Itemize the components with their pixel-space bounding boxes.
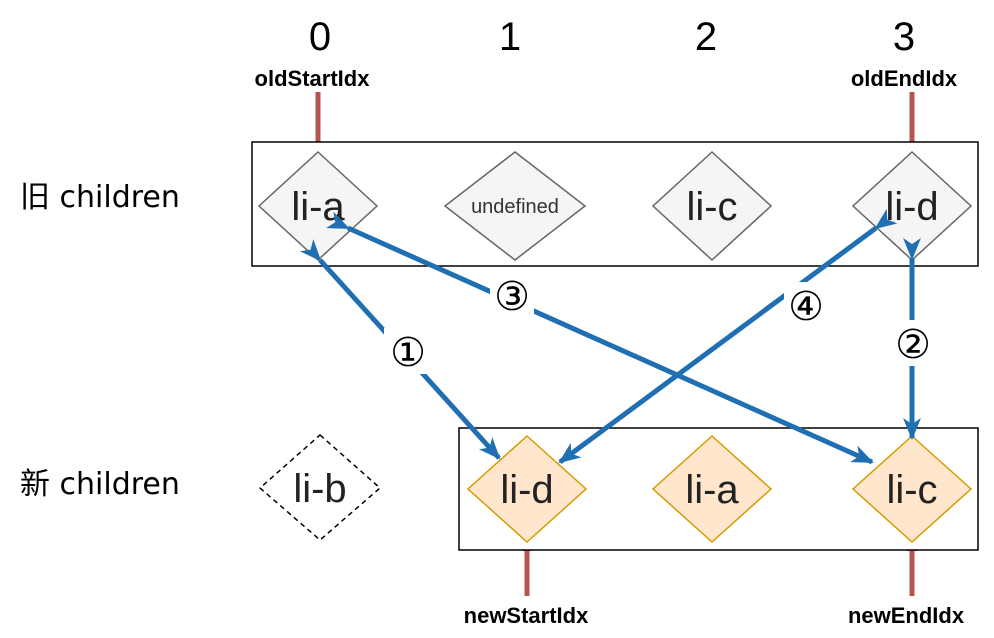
new-start-idx-label: newStartIdx bbox=[464, 603, 589, 628]
step-2-bg bbox=[892, 320, 934, 366]
old-children-label: 旧 children bbox=[20, 180, 180, 215]
old-node-label: li-d bbox=[885, 185, 938, 229]
step-3-bg bbox=[490, 272, 534, 318]
step-1-bg bbox=[384, 328, 432, 374]
old-node-label: li-a bbox=[291, 185, 345, 229]
index-3: 3 bbox=[893, 15, 915, 59]
old-node-label: li-c bbox=[686, 185, 737, 229]
index-1: 1 bbox=[499, 15, 521, 59]
index-0: 0 bbox=[309, 15, 331, 59]
extra-node-label: li-b bbox=[293, 467, 346, 511]
step-4-bg bbox=[784, 282, 828, 328]
index-2: 2 bbox=[695, 15, 717, 59]
old-node-label: undefined bbox=[471, 196, 559, 218]
step-4-label: ④ bbox=[788, 284, 824, 330]
new-node-li-b: li-b bbox=[258, 433, 382, 541]
step-3-label: ③ bbox=[494, 274, 530, 320]
new-children-label: 新 children bbox=[20, 467, 180, 502]
new-node-label: li-d bbox=[500, 468, 553, 512]
old-start-idx-label: oldStartIdx bbox=[255, 66, 371, 91]
old-end-idx-label: oldEndIdx bbox=[851, 66, 958, 91]
step-2-label: ② bbox=[895, 322, 931, 368]
step-1-label: ① bbox=[390, 330, 426, 376]
new-node-label: li-a bbox=[685, 468, 739, 512]
new-node-label: li-c bbox=[886, 468, 937, 512]
compare-arrow-4 bbox=[558, 208, 898, 465]
new-end-idx-label: newEndIdx bbox=[848, 603, 965, 628]
